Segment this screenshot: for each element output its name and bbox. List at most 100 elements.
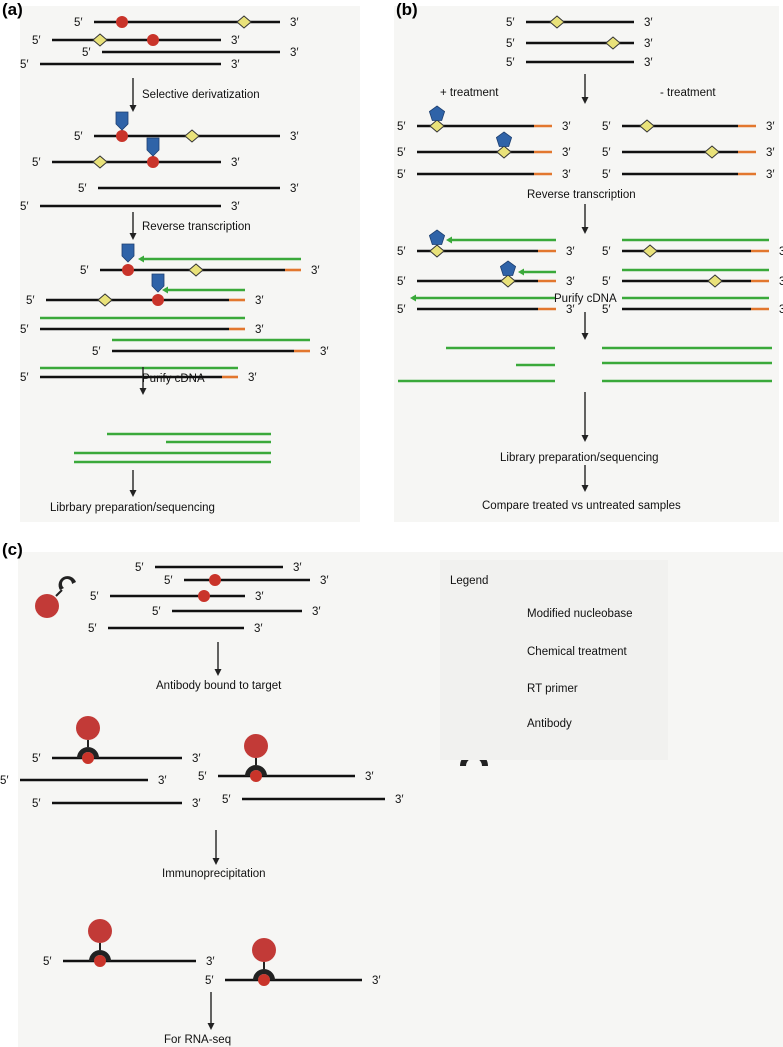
five-prime-label: 5′ (602, 246, 611, 258)
three-prime-label: 3′ (562, 169, 571, 181)
legend-rt-primer: RT primer (527, 683, 578, 695)
free-antibody-stem (55, 589, 63, 597)
three-prime-label: 3′ (231, 157, 240, 169)
three-prime-label: 3′ (644, 57, 653, 69)
five-prime-label: 5′ (506, 17, 515, 29)
antibody (88, 919, 112, 961)
panel-c-label: (c) (2, 540, 23, 559)
down-arrow-head (212, 858, 220, 865)
antibody-head (244, 734, 268, 758)
five-prime-label: 5′ (135, 562, 144, 574)
five-prime-label: 5′ (397, 121, 406, 133)
five-prime-label: 5′ (602, 304, 611, 316)
five-prime-label: 5′ (32, 753, 41, 765)
three-prime-label: 3′ (779, 276, 783, 288)
five-prime-label: 5′ (90, 591, 99, 603)
five-prime-label: 5′ (20, 324, 29, 336)
free-antibody-head (35, 594, 59, 618)
down-arrow-head (581, 485, 589, 492)
down-arrow-head (581, 435, 589, 442)
step-immunoprecipitation: Immunoprecipitation (162, 868, 266, 880)
cdna-arrowhead (410, 294, 416, 302)
five-prime-label: 5′ (602, 121, 611, 133)
five-prime-label: 5′ (397, 276, 406, 288)
modified-nucleobase-circle (116, 16, 128, 28)
step-antibody-bound: Antibody bound to target (156, 680, 282, 692)
modified-nucleobase-diamond (97, 293, 113, 307)
three-prime-label: 3′ (231, 201, 240, 213)
antibody (244, 734, 268, 776)
antibody-head (76, 716, 100, 740)
cdna-arrowhead (138, 255, 144, 263)
modified-nucleobase-diamond (188, 263, 204, 277)
step-library-preparation-b: Library preparation/sequencing (500, 452, 659, 464)
legend-modified-nucleobase: Modified nucleobase (527, 608, 633, 620)
antibody-head (88, 919, 112, 943)
step-reverse-transcription: Reverse transcription (142, 221, 251, 233)
five-prime-label: 5′ (0, 775, 9, 787)
modified-nucleobase-circle (82, 752, 94, 764)
panel-a-label: (a) (2, 0, 23, 19)
modified-nucleobase-diamond (605, 36, 621, 50)
panel-c-diagram: 5′3′5′3′5′3′5′3′5′3′5′3′5′3′5′3′5′3′5′3′… (0, 560, 668, 1046)
antibody (76, 716, 100, 758)
down-arrow-head (214, 669, 222, 676)
step-reverse-transcription-b: Reverse transcription (527, 189, 636, 201)
modified-nucleobase-circle (94, 955, 106, 967)
modified-nucleobase-circle (198, 590, 210, 602)
five-prime-label: 5′ (602, 276, 611, 288)
three-prime-label: 3′ (311, 265, 320, 277)
three-prime-label: 3′ (290, 183, 299, 195)
step-purify-cdna: Purify cDNA (142, 373, 205, 385)
three-prime-label: 3′ (566, 246, 575, 258)
modified-nucleobase-diamond (236, 15, 252, 29)
cdna-arrowhead (162, 286, 168, 294)
down-arrow-head (139, 388, 147, 395)
modified-nucleobase-diamond (642, 244, 658, 258)
modified-nucleobase-circle (122, 264, 134, 276)
panel-c: (c) 5′3′5′3′5′3′5′3′5′3′5′3′5′3′5′3′5′3′… (0, 540, 783, 1047)
three-prime-label: 3′ (766, 121, 775, 133)
three-prime-label: 3′ (248, 372, 257, 384)
antibody (252, 938, 276, 980)
legend-chemical-treatment: Chemical treatment (527, 646, 628, 658)
five-prime-label: 5′ (397, 246, 406, 258)
chemical-treatment-pentagon (428, 229, 446, 245)
three-prime-label: 3′ (254, 623, 263, 635)
down-arrow-head (581, 333, 589, 340)
modified-nucleobase-circle (147, 156, 159, 168)
chemical-treatment-pentagon (495, 131, 513, 147)
five-prime-label: 5′ (32, 798, 41, 810)
five-prime-label: 5′ (164, 575, 173, 587)
five-prime-label: 5′ (80, 265, 89, 277)
three-prime-label: 3′ (566, 304, 575, 316)
modified-nucleobase-circle (250, 770, 262, 782)
three-prime-label: 3′ (562, 147, 571, 159)
chemical-treatment-shield (151, 273, 165, 293)
modified-nucleobase-circle (209, 574, 221, 586)
down-arrow-head (129, 105, 137, 112)
cdna-arrowhead (446, 236, 452, 244)
five-prime-label: 5′ (26, 295, 35, 307)
five-prime-label: 5′ (397, 169, 406, 181)
five-prime-label: 5′ (74, 131, 83, 143)
five-prime-label: 5′ (20, 201, 29, 213)
three-prime-label: 3′ (158, 775, 167, 787)
chemical-treatment-shield (146, 137, 160, 157)
three-prime-label: 3′ (192, 798, 201, 810)
panel-a-background (20, 6, 360, 522)
five-prime-label: 5′ (506, 38, 515, 50)
three-prime-label: 3′ (320, 346, 329, 358)
five-prime-label: 5′ (222, 794, 231, 806)
five-prime-label: 5′ (82, 47, 91, 59)
step-selective-derivatization: Selective derivatization (142, 89, 260, 101)
five-prime-label: 5′ (602, 147, 611, 159)
five-prime-label: 5′ (506, 57, 515, 69)
three-prime-label: 3′ (779, 246, 783, 258)
modified-nucleobase-circle (116, 130, 128, 142)
modified-nucleobase-circle (147, 34, 159, 46)
three-prime-label: 3′ (372, 975, 381, 987)
antibody-head (252, 938, 276, 962)
minus-treatment-label: - treatment (660, 87, 716, 99)
modified-nucleobase-diamond (639, 119, 655, 133)
